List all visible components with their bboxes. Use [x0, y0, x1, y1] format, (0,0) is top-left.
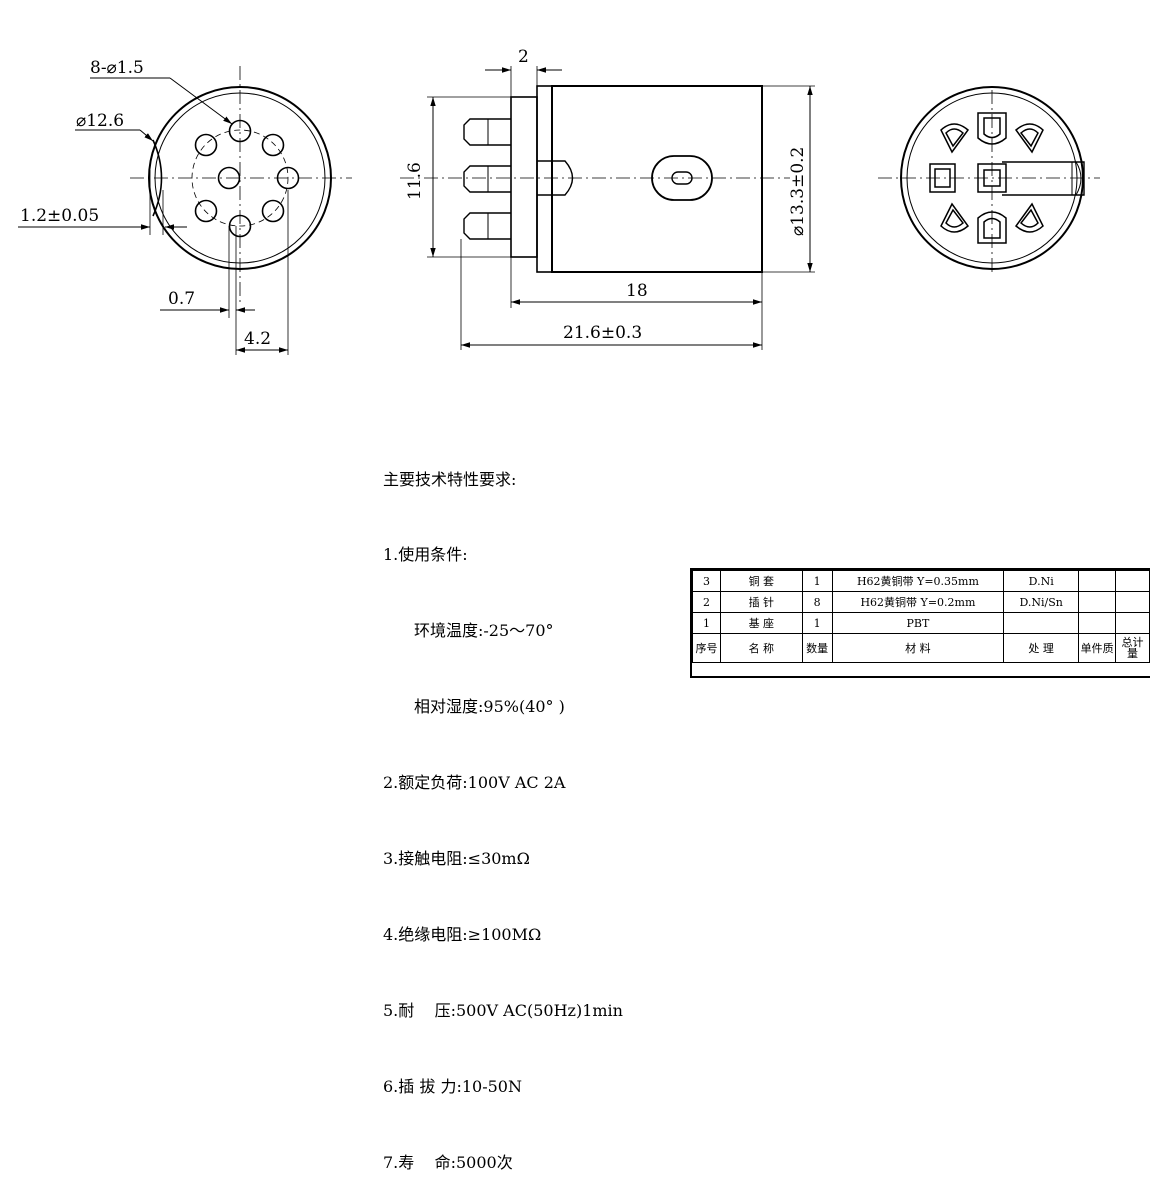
- side-view: [400, 66, 815, 350]
- dim-flange-label: 1.2±0.05: [20, 206, 99, 226]
- note-line: 相对湿度:95%(40° ): [414, 697, 565, 717]
- bom-cell: H62黄铜带 Y=0.2mm: [831, 591, 1005, 613]
- dim-offset-small-label: 0.7: [168, 289, 195, 309]
- note-line: 7.寿 命:5000次: [383, 1152, 513, 1172]
- bom-header-material: 材 料: [831, 633, 1005, 663]
- bom-cell: D.Ni/Sn: [1003, 591, 1080, 613]
- bom-cell: 2: [692, 591, 721, 613]
- note-line: 6.插 拔 力:10-50N: [383, 1076, 522, 1096]
- rear-view: [878, 86, 1100, 272]
- bom-header-row: 序号 名 称 数量 材 料 处 理 单件质 总计量: [692, 633, 1150, 663]
- technical-notes: 主要技术特性要求: 1.使用条件: 环境温度:-25～70° 相对湿度:95%(…: [383, 416, 623, 1200]
- dim-body-dia-label: ⌀13.3±0.2: [788, 147, 808, 236]
- bom-cell: [1078, 570, 1117, 592]
- technical-drawing: 8-⌀1.5 ⌀12.6 1.2±0.05 0.7 4.2: [18, 47, 1100, 355]
- dim-total-len-label: 21.6±0.3: [563, 323, 642, 343]
- bom-header-total-mass: 总计量: [1115, 633, 1150, 663]
- bom-cell: [1078, 591, 1117, 613]
- note-line: 2.额定负荷:100V AC 2A: [383, 773, 566, 793]
- bom-cell: [1115, 570, 1150, 592]
- dim-outer-dia-label: ⌀12.6: [76, 111, 124, 131]
- dim-holes-label: 8-⌀1.5: [90, 58, 144, 78]
- bom-cell: [1078, 612, 1117, 634]
- dim-top-gap-label: 2: [518, 47, 529, 67]
- bom-cell: PBT: [831, 612, 1005, 634]
- bom-header-name: 名 称: [719, 633, 803, 663]
- bom-cell: 基 座: [719, 612, 803, 634]
- bom-cell: 1: [801, 570, 833, 592]
- bom-header-seq: 序号: [692, 633, 721, 663]
- bom-cell: 插 针: [719, 591, 803, 613]
- bom-cell: 1: [692, 612, 721, 634]
- front-view: [18, 66, 352, 355]
- bom-header-treatment: 处 理: [1003, 633, 1080, 663]
- note-line: 3.接触电阻:≤30mΩ: [383, 849, 530, 869]
- table-row: 1 基 座 1 PBT: [692, 612, 1150, 634]
- dim-height-label: 11.6: [405, 162, 425, 200]
- bom-cell: D.Ni: [1003, 570, 1080, 592]
- bom-cell: 铜 套: [719, 570, 803, 592]
- note-line: 环境温度:-25～70°: [414, 621, 554, 641]
- bom-header-qty: 数量: [801, 633, 833, 663]
- bom-cell: [1003, 612, 1080, 634]
- bom-cell: 8: [801, 591, 833, 613]
- table-row: 3 铜 套 1 H62黄铜带 Y=0.35mm D.Ni: [692, 570, 1150, 592]
- note-line: 1.使用条件:: [383, 545, 468, 565]
- notes-title: 主要技术特性要求:: [383, 469, 517, 489]
- bom-cell: H62黄铜带 Y=0.35mm: [831, 570, 1005, 592]
- bom-header-unit-mass: 单件质: [1078, 633, 1117, 663]
- table-row: 2 插 针 8 H62黄铜带 Y=0.2mm D.Ni/Sn: [692, 591, 1150, 613]
- bom-cell: 1: [801, 612, 833, 634]
- bom-cell: [1115, 591, 1150, 613]
- dim-offset-large-label: 4.2: [244, 329, 271, 349]
- bom-cell: [1115, 612, 1150, 634]
- note-line: 4.绝缘电阻:≥100MΩ: [383, 924, 542, 944]
- bom-table: 3 铜 套 1 H62黄铜带 Y=0.35mm D.Ni 2 插 针 8 H62…: [692, 570, 1150, 663]
- bom-cell: 3: [692, 570, 721, 592]
- note-line: 5.耐 压:500V AC(50Hz)1min: [383, 1000, 623, 1020]
- dim-body-len-label: 18: [626, 281, 648, 301]
